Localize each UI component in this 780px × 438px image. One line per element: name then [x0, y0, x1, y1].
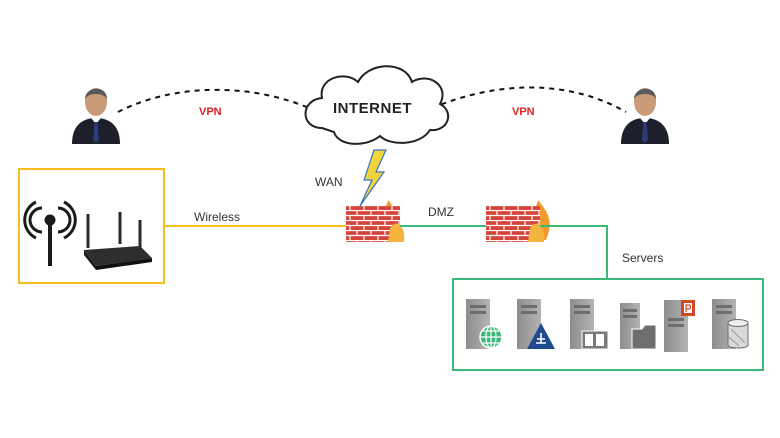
antenna-icon: [23, 200, 77, 266]
vpn-link-right: [431, 86, 627, 113]
presentation-server-icon: [664, 300, 695, 352]
servers-zone: [452, 278, 764, 371]
database-server-icon: [712, 299, 749, 349]
wireless-label: Wireless: [194, 210, 241, 224]
vpn-label-right: VPN: [512, 106, 535, 118]
lightning-icon: [359, 149, 387, 207]
web-server-icon: [466, 299, 503, 349]
firewall-icon: [346, 200, 405, 242]
router-icon: [84, 212, 152, 270]
network-server-icon: [517, 299, 555, 349]
server-link: [540, 225, 608, 279]
wireless-zone: [18, 168, 165, 284]
wan-label: WAN: [315, 175, 343, 189]
dmz-label: DMZ: [428, 205, 454, 219]
firewall-icon: [486, 200, 550, 242]
vpn-label-left: VPN: [199, 106, 222, 118]
internet-label: INTERNET: [333, 100, 412, 117]
user-icon: [621, 88, 669, 144]
cloud-icon: [304, 65, 450, 145]
servers-label: Servers: [622, 251, 664, 265]
vpn-link-left: [117, 88, 319, 113]
file-server-icon: [620, 303, 657, 350]
user-icon: [72, 88, 120, 144]
directory-server-icon: [570, 299, 609, 350]
